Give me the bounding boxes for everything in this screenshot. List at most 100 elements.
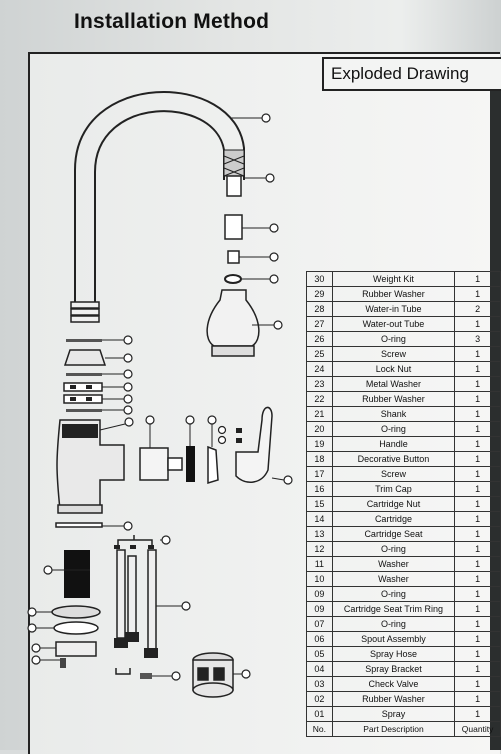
table-cell-qty: 1 xyxy=(454,571,501,587)
table-cell-qty: 1 xyxy=(454,526,501,542)
table-cell-desc: Cartridge xyxy=(331,511,456,527)
table-cell-qty: 1 xyxy=(454,436,501,452)
table-cell-desc: Cartridge Nut xyxy=(331,496,456,512)
spray-head xyxy=(206,289,260,347)
table-cell-no: 27 xyxy=(306,316,333,332)
o-ring-20 xyxy=(55,522,103,528)
table-cell-desc: O-ring xyxy=(331,616,456,632)
table-cell-qty: 2 xyxy=(454,301,501,317)
washer-10 xyxy=(63,382,103,392)
water-in-tube-b xyxy=(127,555,137,639)
table-cell-desc: Spray Bracket xyxy=(331,661,456,677)
weight-kit xyxy=(192,652,234,698)
cartridge-nut xyxy=(186,446,195,482)
table-cell-desc: O-ring xyxy=(331,586,456,602)
table-cell-qty: 1 xyxy=(454,511,501,527)
table-cell-no: 13 xyxy=(306,526,333,542)
o-ring-12 xyxy=(66,409,102,412)
callout-markers xyxy=(27,113,293,681)
table-cell-no: 07 xyxy=(306,616,333,632)
table-cell-no: 22 xyxy=(306,391,333,407)
table-cell-desc: Screw xyxy=(331,466,456,482)
table-cell-qty: 1 xyxy=(454,361,501,377)
table-cell-no: 14 xyxy=(306,511,333,527)
table-cell-desc: Cartridge Seat Trim Ring xyxy=(331,601,456,617)
table-cell-qty: 1 xyxy=(454,676,501,692)
button-18 xyxy=(236,438,242,443)
table-cell-qty: 1 xyxy=(454,271,501,287)
table-cell-desc: Decorative Button xyxy=(331,451,456,467)
table-cell-desc: Metal Washer xyxy=(331,376,456,392)
table-cell-qty: 1 xyxy=(454,316,501,332)
table-cell-qty: 1 xyxy=(454,391,501,407)
table-cell-qty: 1 xyxy=(454,586,501,602)
table-cell-qty: 1 xyxy=(454,451,501,467)
header-description: Part Description xyxy=(331,721,456,737)
table-cell-no: 25 xyxy=(306,346,333,362)
spray-head-end xyxy=(226,175,242,197)
table-cell-qty: 1 xyxy=(454,556,501,572)
spray-bracket xyxy=(224,214,243,240)
table-cell-desc: O-ring xyxy=(331,421,456,437)
table-cell-qty: 1 xyxy=(454,406,501,422)
table-cell-no: 29 xyxy=(306,286,333,302)
handle xyxy=(235,406,273,483)
table-cell-qty: 1 xyxy=(454,631,501,647)
table-cell-qty: 1 xyxy=(454,496,501,512)
table-cell-no: 04 xyxy=(306,661,333,677)
table-cell-desc: Washer xyxy=(331,571,456,587)
section-title: Exploded Drawing xyxy=(322,57,501,91)
table-cell-desc: Check Valve xyxy=(331,676,456,692)
faucet-body xyxy=(56,419,125,511)
spout-outline xyxy=(74,91,245,302)
table-cell-desc: Spout Assembly xyxy=(331,631,456,647)
cartridge xyxy=(139,447,169,481)
header-quantity: Quantity xyxy=(454,721,501,737)
table-cell-qty: 1 xyxy=(454,691,501,707)
header-no: No. xyxy=(306,721,333,737)
shank xyxy=(64,550,90,598)
lock-nut xyxy=(55,641,97,657)
check-valve xyxy=(227,250,240,264)
table-cell-no: 28 xyxy=(306,301,333,317)
rubber-washer-02 xyxy=(224,274,242,284)
table-cell-no: 18 xyxy=(306,451,333,467)
table-cell-desc: Rubber Washer xyxy=(331,286,456,302)
table-cell-no: 09 xyxy=(306,586,333,602)
table-cell-qty: 1 xyxy=(454,661,501,677)
trim-ring xyxy=(63,349,107,366)
table-cell-desc: Water-in Tube xyxy=(331,301,456,317)
table-cell-no: 21 xyxy=(306,406,333,422)
table-cell-desc: Rubber Washer xyxy=(331,691,456,707)
screw-25 xyxy=(60,658,66,668)
table-cell-desc: Spray xyxy=(331,706,456,722)
screw-17 xyxy=(236,428,242,433)
table-cell-qty: 1 xyxy=(454,706,501,722)
table-cell-no: 11 xyxy=(306,556,333,572)
table-cell-no: 12 xyxy=(306,541,333,557)
rubber-washer-22 xyxy=(51,605,101,619)
table-cell-desc: Lock Nut xyxy=(331,361,456,377)
table-cell-qty: 1 xyxy=(454,646,501,662)
table-cell-qty: 3 xyxy=(454,331,501,347)
table-cell-qty: 1 xyxy=(454,466,501,482)
